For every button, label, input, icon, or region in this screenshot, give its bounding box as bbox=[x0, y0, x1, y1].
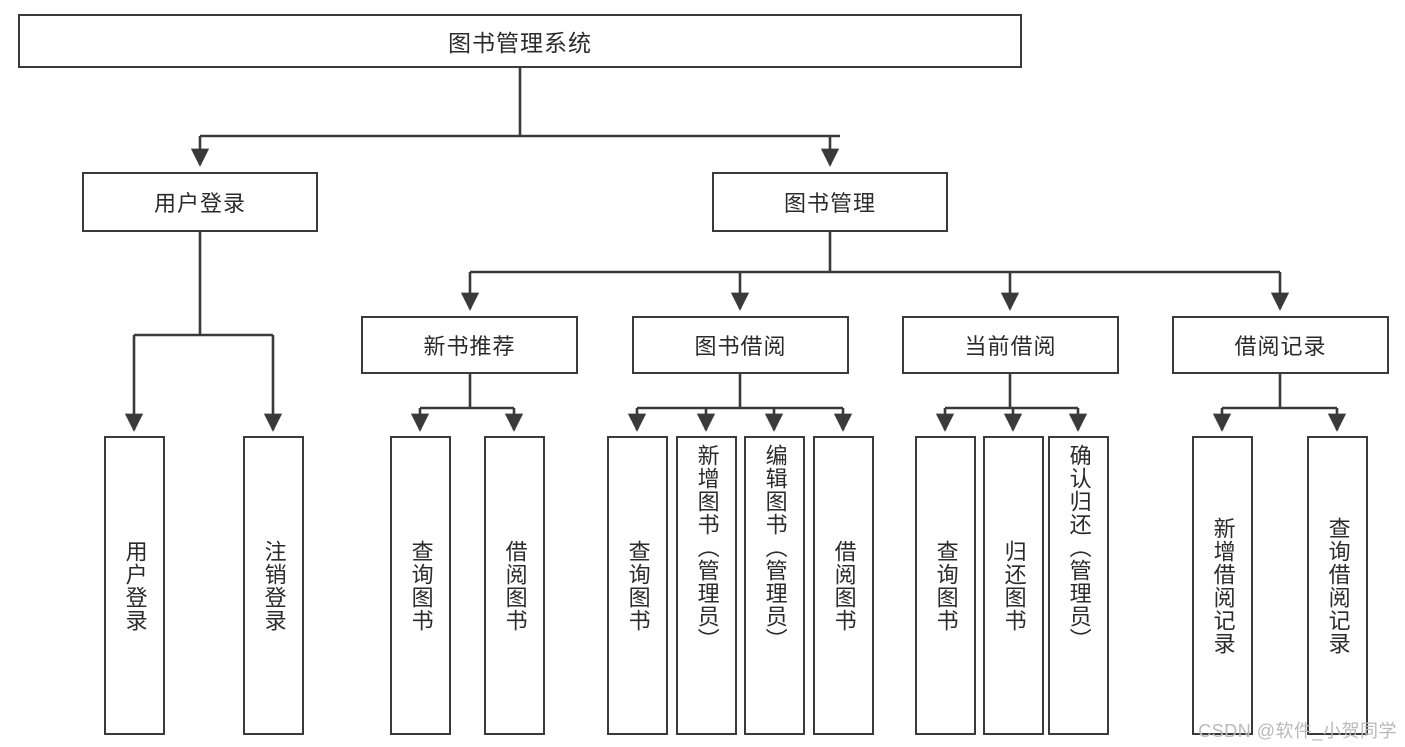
leaf-label: 注销登录 bbox=[261, 539, 287, 632]
leaf-user-login-signout[interactable]: 注销登录 bbox=[243, 436, 304, 735]
leaf-record-query-record[interactable]: 查询借阅记录 bbox=[1307, 436, 1368, 735]
leaf-borrow-query-book[interactable]: 查询图书 bbox=[607, 436, 668, 735]
leaf-label: 新增借阅记录 bbox=[1210, 516, 1236, 655]
leaf-label: 查询图书 bbox=[408, 539, 434, 632]
leaf-label: 查询图书 bbox=[625, 539, 651, 632]
node-new-book-recommend[interactable]: 新书推荐 bbox=[361, 316, 578, 374]
leaf-label: 查询借阅记录 bbox=[1325, 516, 1351, 655]
node-user-login[interactable]: 用户登录 bbox=[82, 172, 318, 232]
leaf-current-return-book[interactable]: 归还图书 bbox=[983, 436, 1044, 735]
leaf-label: 归还图书 bbox=[1001, 539, 1027, 632]
node-borrow-record[interactable]: 借阅记录 bbox=[1172, 316, 1389, 374]
leaf-borrow-borrow-book[interactable]: 借阅图书 bbox=[813, 436, 874, 735]
leaf-recommend-query-book[interactable]: 查询图书 bbox=[390, 436, 451, 735]
leaf-label: 借阅图书 bbox=[502, 539, 528, 632]
leaf-recommend-borrow-book[interactable]: 借阅图书 bbox=[484, 436, 545, 735]
watermark-text: CSDN @软件_小贺同学 bbox=[1198, 721, 1397, 741]
leaf-borrow-edit-book-admin[interactable]: 编辑图书（管理员） bbox=[744, 436, 805, 735]
leaf-borrow-add-book-admin[interactable]: 新增图书（管理员） bbox=[676, 436, 737, 735]
leaf-record-add-record[interactable]: 新增借阅记录 bbox=[1192, 436, 1253, 735]
node-book-management[interactable]: 图书管理 bbox=[712, 172, 948, 232]
leaf-label: 借阅图书 bbox=[831, 539, 857, 632]
leaf-user-login-signin[interactable]: 用户登录 bbox=[104, 436, 165, 735]
node-root[interactable]: 图书管理系统 bbox=[18, 14, 1022, 68]
leaf-label: 查询图书 bbox=[933, 539, 959, 632]
node-current-borrow[interactable]: 当前借阅 bbox=[902, 316, 1119, 374]
leaf-label: 新增图书（管理员） bbox=[694, 444, 720, 651]
node-book-borrow[interactable]: 图书借阅 bbox=[632, 316, 849, 374]
leaf-label: 编辑图书（管理员） bbox=[762, 444, 788, 651]
leaf-label: 确认归还（管理员） bbox=[1066, 444, 1092, 651]
leaf-current-query-book[interactable]: 查询图书 bbox=[915, 436, 976, 735]
leaf-label: 用户登录 bbox=[122, 539, 148, 632]
leaf-current-confirm-return-admin[interactable]: 确认归还（管理员） bbox=[1048, 436, 1109, 735]
